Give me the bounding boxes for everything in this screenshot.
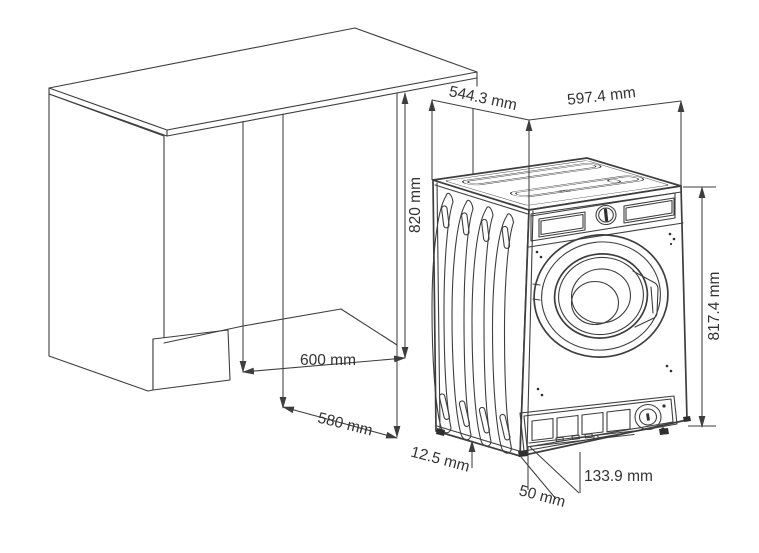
machine-feet (436, 416, 691, 457)
machine-control-panel (530, 192, 676, 242)
dimension-niche-width: 600 mm (239, 121, 406, 375)
machine-side-panel (431, 179, 530, 457)
control-display-left (538, 211, 586, 238)
dim-label-plinth-height: 133.9 mm (584, 468, 653, 485)
dimension-plinth-height: 133.9 mm (529, 446, 653, 494)
control-display-right (623, 197, 675, 224)
dim-label-machine-height: 817.4 mm (706, 272, 723, 341)
dim-label-niche-width: 600 mm (300, 352, 356, 369)
door-hinge-marks (532, 283, 541, 301)
front-screw-dots (535, 232, 676, 397)
machine-top-panel (432, 157, 682, 211)
cabinet-plinth (152, 329, 231, 391)
cabinet-niche-floor (163, 308, 398, 346)
cabinet-left-wall (48, 93, 165, 392)
program-knob (595, 204, 617, 226)
dim-label-foot-recess: 50 mm (517, 482, 567, 511)
dimension-cabinet-height: 820 mm (401, 92, 424, 359)
cabinet (48, 27, 478, 392)
dimension-base-rail: 12.5 mm (409, 440, 476, 476)
top-detail-circle (607, 179, 622, 183)
door-handle (632, 270, 659, 328)
machine-door (532, 234, 669, 358)
dim-label-base-rail: 12.5 mm (409, 444, 472, 476)
dimension-machine-height: 817.4 mm (683, 186, 723, 428)
machine-service-panel (519, 395, 678, 452)
dim-label-width-top: 597.4 mm (566, 84, 636, 109)
drain-strip (528, 430, 635, 448)
washing-machine (431, 157, 691, 457)
door-glass-bowl (570, 280, 620, 326)
machine-front-panel (436, 185, 691, 457)
dim-label-niche-depth: 580 mm (316, 410, 374, 440)
pump-filter-cover (634, 403, 666, 431)
dim-label-depth-top: 544.3 mm (447, 83, 518, 114)
dim-label-cabinet-height: 820 mm (407, 177, 424, 233)
dimension-niche-depth: 580 mm (279, 93, 401, 440)
